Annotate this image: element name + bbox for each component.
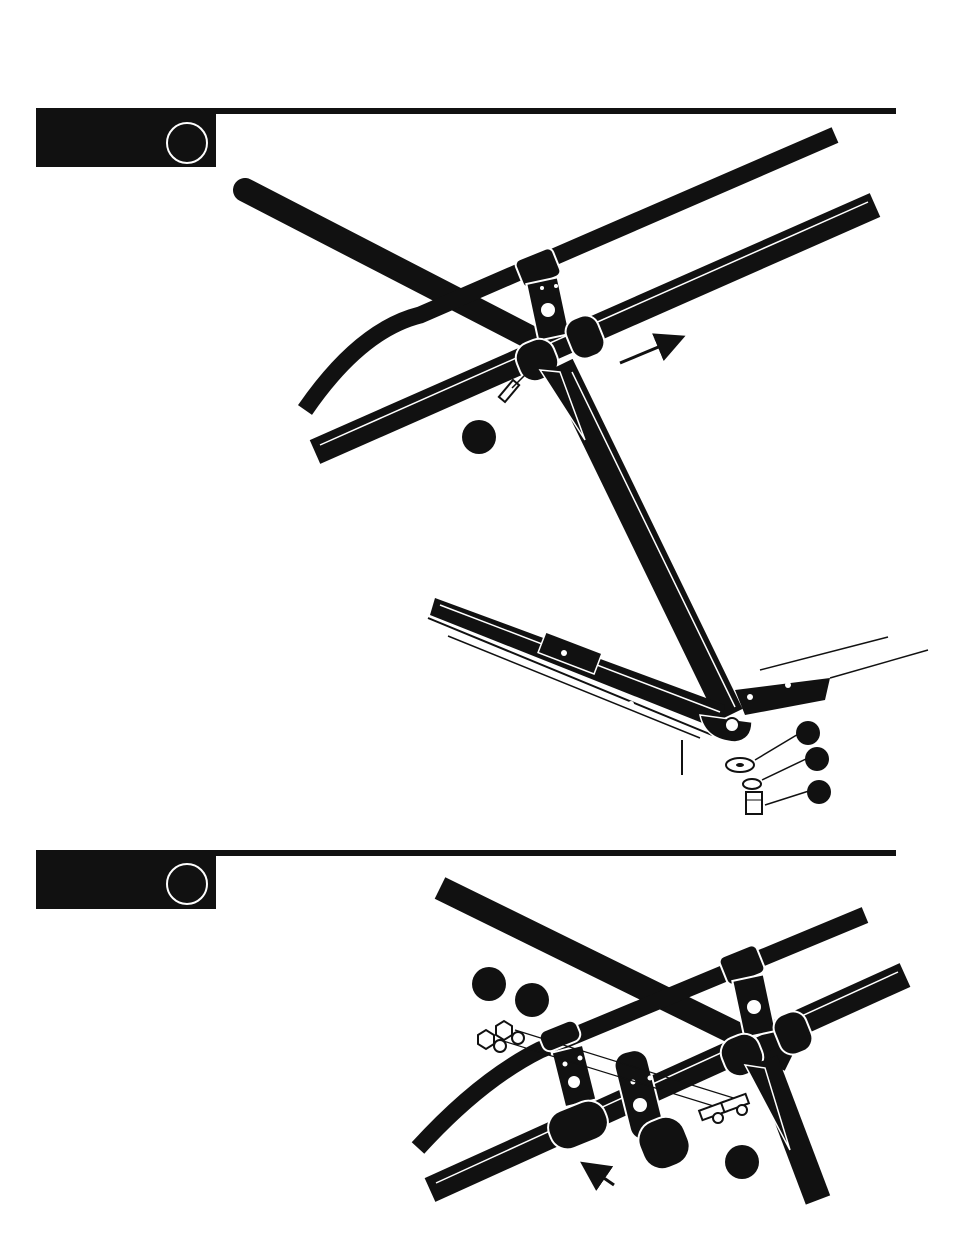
step-1-lock-washer xyxy=(743,779,761,789)
step-2-clamp-rivet-b xyxy=(578,1056,583,1061)
step-1-base-frame-line-a xyxy=(428,618,712,735)
step-1-bolt xyxy=(746,792,762,814)
step-1-base-edge-b xyxy=(760,637,888,670)
step-2-callout-nut xyxy=(472,967,506,1001)
step-2-callout-bolt xyxy=(725,1145,759,1179)
step-1-panel xyxy=(36,108,928,814)
step-1-bolt-leader xyxy=(765,790,812,805)
step-1-washer-leader xyxy=(755,733,800,760)
step-2-bolt-head-b xyxy=(737,1105,747,1115)
step-2-direction-arrow xyxy=(585,1165,614,1185)
step-2-callout-washer xyxy=(515,983,549,1017)
step-1-foot-hole xyxy=(725,718,739,732)
step-1-base-rivet-a xyxy=(561,650,567,656)
step-1-base-rivet-b xyxy=(628,701,634,707)
step-2-clamp-hole-b xyxy=(633,1098,647,1112)
step-2-washer-b xyxy=(512,1032,524,1044)
step-1-direction-arrow xyxy=(620,338,680,363)
step-1-callout-lock-washer xyxy=(805,747,829,771)
step-1-base-rivet-c xyxy=(747,694,753,700)
step-1-callout-screw xyxy=(462,420,496,454)
step-2-clamp-rivet-a xyxy=(563,1062,568,1067)
step-1-lock-leader xyxy=(762,758,808,780)
step-1-number-circle xyxy=(167,123,207,163)
step-1-bracket-bolt-b xyxy=(554,284,558,288)
step-2-number-circle xyxy=(167,864,207,904)
step-2-bolt-head-a xyxy=(713,1113,723,1123)
step-2-clamp-hole-a xyxy=(568,1076,580,1088)
step-1-callout-washer xyxy=(796,721,820,745)
step-2-nut-b xyxy=(496,1021,512,1040)
step-1-base-edge-a xyxy=(830,650,928,678)
step-1-bracket-bolt-a xyxy=(540,286,544,290)
step-1-washer-hole xyxy=(736,763,744,767)
step-2-diagonal-leg xyxy=(765,1060,818,1200)
step-2-panel xyxy=(36,850,905,1200)
step-2-bracket-hole xyxy=(747,1000,761,1014)
step-2-nut-a xyxy=(478,1030,494,1049)
step-1-base-rivet-d xyxy=(785,682,791,688)
step-2-clamp-rivet-d xyxy=(648,1076,653,1081)
step-1-bracket-hole xyxy=(541,303,555,317)
step-1-callout-bolt xyxy=(807,780,831,804)
step-2-washer-a xyxy=(494,1040,506,1052)
